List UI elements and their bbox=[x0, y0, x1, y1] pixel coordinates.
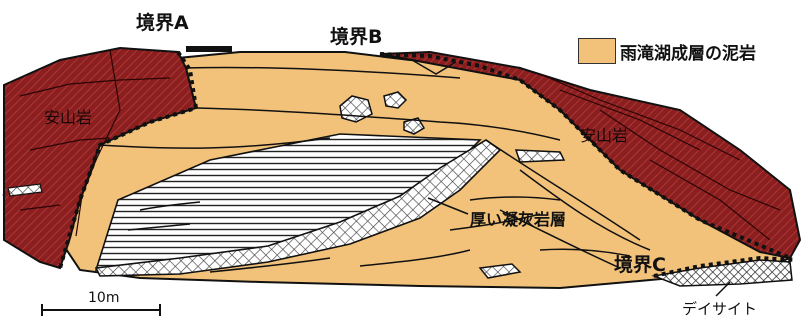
boundary-c-label: 境界C bbox=[614, 250, 666, 277]
tuff-label: 厚い凝灰岩層 bbox=[470, 206, 566, 230]
andesite-right-label: 安山岩 bbox=[580, 122, 628, 146]
boundary-b-label: 境界B bbox=[330, 22, 382, 49]
andesite-left-label: 安山岩 bbox=[44, 104, 92, 128]
boundary-a-marker bbox=[186, 46, 232, 52]
dacite-label: デイサイト bbox=[682, 298, 757, 319]
scale-label: 10m bbox=[88, 290, 119, 306]
legend-swatch bbox=[578, 38, 616, 64]
boundary-a-label: 境界A bbox=[136, 8, 189, 35]
tuff-patch-4 bbox=[516, 150, 564, 162]
legend-label: 雨滝湖成層の泥岩 bbox=[620, 39, 756, 64]
